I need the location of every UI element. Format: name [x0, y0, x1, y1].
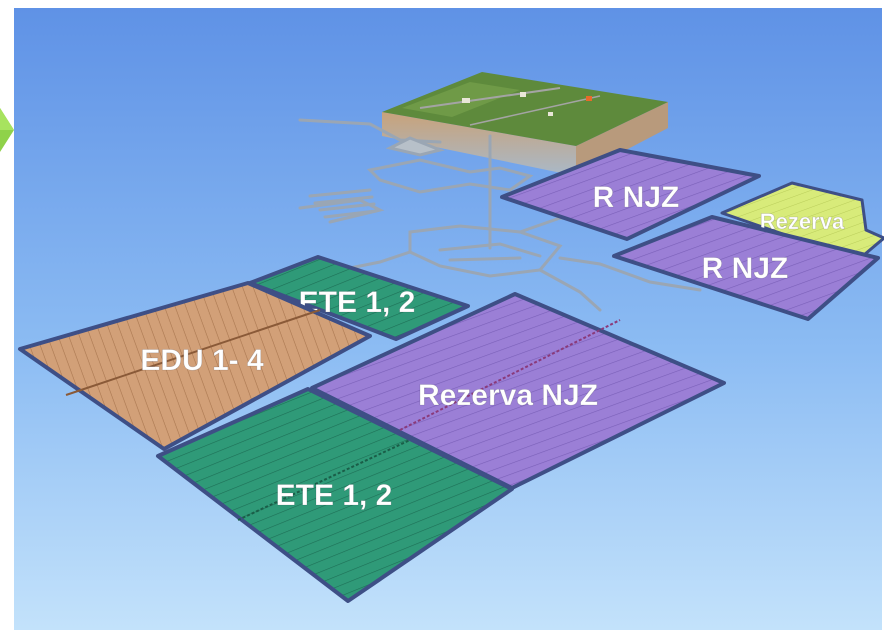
zone-ete-upper: ETE 1, 2 — [248, 255, 470, 341]
zone-label-ete-upper: ETE 1, 2 — [299, 286, 416, 319]
zone-edu: EDU 1- 4 — [18, 281, 372, 451]
zone-label-r-njz-lower: R NJZ — [702, 252, 789, 285]
zone-ete-lower: ETE 1, 2 — [156, 387, 514, 603]
zone-label-ete-lower: ETE 1, 2 — [276, 479, 393, 512]
zone-r-njz-upper: R NJZ — [500, 148, 761, 241]
zone-label-rezerva-njz: Rezerva NJZ — [418, 379, 598, 412]
zone-r-njz-lower: R NJZ — [612, 215, 880, 321]
green-arrow-icon[interactable] — [0, 108, 14, 152]
zone-label-rezerva-small: Rezerva — [760, 209, 845, 234]
zone-label-edu: EDU 1- 4 — [140, 344, 264, 377]
zone-label-r-njz-upper: R NJZ — [593, 181, 680, 214]
